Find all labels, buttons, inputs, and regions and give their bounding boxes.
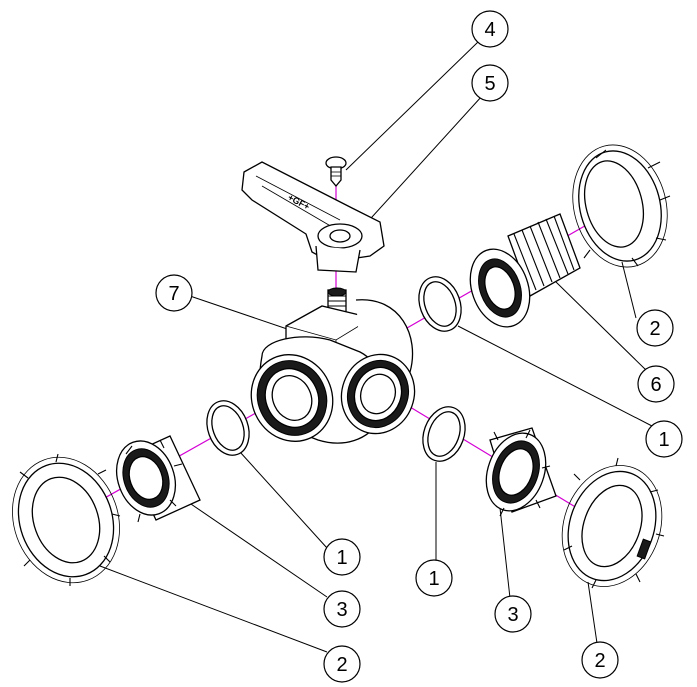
callout-1-left: 1	[323, 538, 361, 576]
union-end-left	[116, 435, 201, 523]
screw-part	[325, 156, 347, 188]
union-nut-upper-right	[572, 144, 671, 268]
callout-6: 6	[637, 365, 675, 403]
svg-text:1: 1	[336, 547, 347, 569]
handle-part: +GF+	[241, 161, 385, 273]
o-ring-parts	[206, 276, 466, 462]
callout-2-lower-right: 2	[581, 641, 619, 679]
svg-text:2: 2	[649, 318, 660, 340]
svg-text:7: 7	[168, 283, 179, 305]
leader-lines	[99, 41, 653, 653]
svg-text:2: 2	[594, 650, 605, 672]
svg-text:5: 5	[484, 73, 495, 95]
union-nut-lower-right	[561, 457, 665, 589]
union-nut-lower-left	[12, 453, 121, 586]
callout-7: 7	[155, 274, 193, 312]
svg-text:3: 3	[507, 604, 518, 626]
union-end-right	[485, 427, 557, 517]
callout-2-lower-left: 2	[323, 645, 361, 683]
callout-5: 5	[471, 64, 509, 102]
svg-text:2: 2	[336, 654, 347, 676]
callout-2-upper-right: 2	[636, 309, 674, 347]
svg-text:1: 1	[428, 568, 439, 590]
callout-1-middle: 1	[415, 559, 453, 597]
svg-text:1: 1	[658, 429, 669, 451]
callout-1-right: 1	[645, 420, 683, 458]
callout-3-right: 3	[494, 595, 532, 633]
svg-text:6: 6	[650, 374, 661, 396]
tail-piece-part	[469, 213, 581, 328]
svg-text:4: 4	[484, 19, 495, 41]
svg-text:3: 3	[336, 599, 347, 621]
callout-3-left: 3	[323, 590, 361, 628]
valve-body-part	[250, 287, 416, 444]
callout-4: 4	[471, 10, 509, 48]
